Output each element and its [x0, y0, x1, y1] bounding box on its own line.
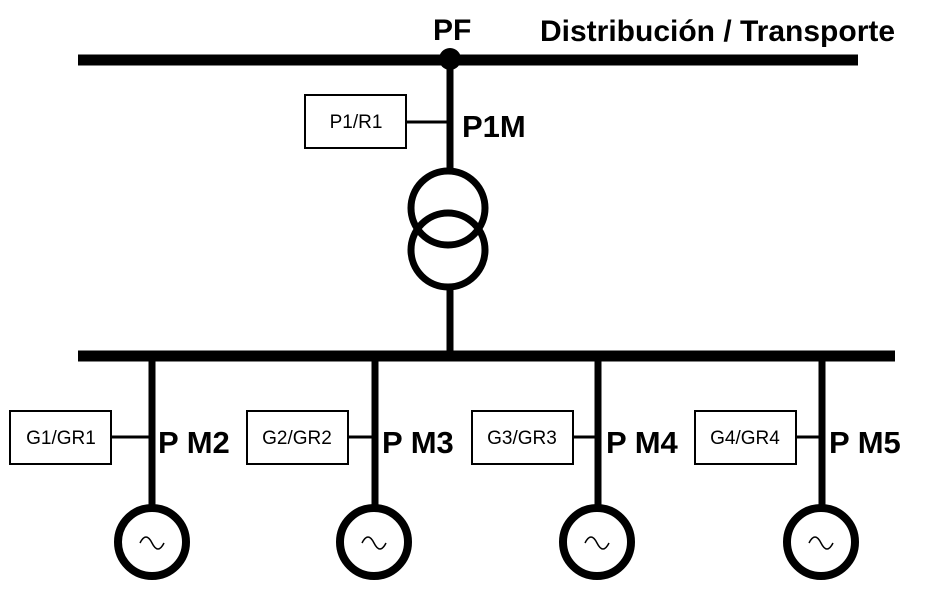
connection-point-dot — [439, 48, 461, 70]
generator-meter-label: P M2 — [158, 425, 230, 460]
generator-icon — [783, 504, 859, 580]
generator-box — [9, 410, 112, 465]
ac-symbol-icon — [361, 536, 387, 550]
meter-main-label: P1M — [462, 109, 526, 144]
generator-box-label: G3/GR3 — [487, 428, 557, 449]
meter-box-main — [304, 94, 407, 149]
generator-box-label: G2/GR2 — [262, 428, 332, 449]
ac-symbol-icon — [808, 536, 834, 550]
generator-box — [471, 410, 574, 465]
transformer-winding-secondary — [407, 209, 489, 291]
generator-branch-2: G2/GR2 P M3 — [246, 356, 454, 580]
generator-meter-label: P M3 — [382, 425, 454, 460]
ac-symbol-icon — [584, 536, 610, 550]
network-label: Distribución / Transporte — [540, 15, 895, 48]
meter-box-main-label: P1/R1 — [330, 112, 383, 133]
generator-meter-label: P M5 — [829, 425, 901, 460]
generator-box — [694, 410, 797, 465]
generator-box-label: G4/GR4 — [710, 428, 780, 449]
generator-branch-4: G4/GR4 P M5 — [694, 356, 901, 580]
generator-icon — [336, 504, 412, 580]
ac-symbol-icon — [139, 536, 165, 550]
connection-point-label: PF — [433, 14, 471, 47]
generator-box-label: G1/GR1 — [26, 428, 96, 449]
generator-icon — [114, 504, 190, 580]
generator-branch-3: G3/GR3 P M4 — [471, 356, 679, 580]
generator-icon — [559, 504, 635, 580]
generator-meter-label: P M4 — [606, 425, 679, 460]
transformer-winding-primary — [407, 167, 489, 249]
generator-branch-1: G1/GR1 P M2 — [9, 356, 230, 580]
